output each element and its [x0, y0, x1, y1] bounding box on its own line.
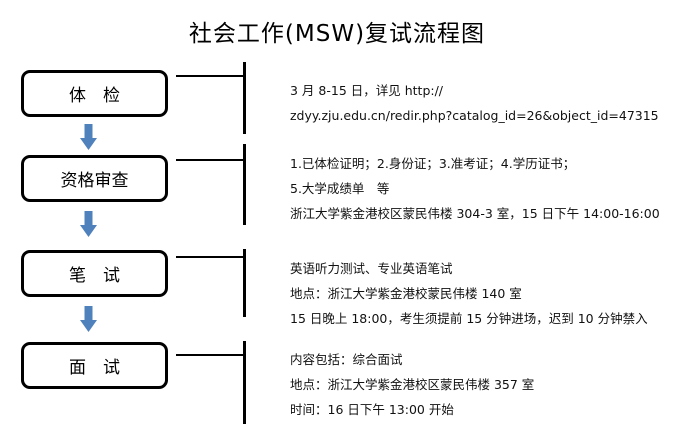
detail-line: 时间：16 日下午 13:00 开始	[290, 402, 454, 417]
detail-line: 1.已体检证明；2.身份证；3.准考证；4.学历证书；	[290, 156, 576, 171]
detail-line: 5.大学成绩单 等	[290, 181, 390, 196]
bracket-bar	[243, 144, 246, 225]
down-arrow-icon	[80, 124, 97, 150]
detail-line: 英语听力测试、专业英语笔试	[290, 261, 453, 276]
detail-line: 内容包括：综合面试	[290, 352, 403, 367]
step-box-interview: 面 试	[21, 342, 168, 389]
step-label: 资格审查	[60, 171, 129, 191]
connector-line	[176, 159, 244, 161]
step-box-qualification-review: 资格审查	[21, 155, 168, 202]
detail-line: 15 日晚上 18:00，考生须提前 15 分钟进场，迟到 10 分钟禁入	[290, 311, 648, 326]
step-label: 面 试	[69, 358, 120, 378]
step-details-interview: 内容包括：综合面试 地点：浙江大学紫金港校区蒙民伟楼 357 室 时间：16 日…	[290, 347, 534, 422]
connector-line	[176, 75, 244, 77]
connector-line	[176, 256, 244, 258]
step-details-written-exam: 英语听力测试、专业英语笔试 地点：浙江大学紫金港校蒙民伟楼 140 室 15 日…	[290, 256, 648, 331]
down-arrow-icon	[80, 211, 97, 237]
detail-line: 地点：浙江大学紫金港校蒙民伟楼 140 室	[290, 286, 522, 301]
connector-line	[176, 354, 244, 356]
down-arrow-icon	[80, 306, 97, 332]
detail-line: 3 月 8-15 日，详见 http://	[290, 83, 444, 98]
detail-line: 浙江大学紫金港校区蒙民伟楼 304-3 室，15 日下午 14:00-16:00	[290, 206, 660, 221]
step-details-qualification-review: 1.已体检证明；2.身份证；3.准考证；4.学历证书； 5.大学成绩单 等 浙江…	[290, 151, 660, 226]
bracket-bar	[243, 341, 246, 424]
step-box-written-exam: 笔 试	[21, 250, 168, 297]
step-details-physical-exam: 3 月 8-15 日，详见 http:// zdyy.zju.edu.cn/re…	[290, 78, 659, 128]
bracket-bar	[243, 249, 246, 317]
step-label: 体 检	[69, 86, 120, 106]
bracket-bar	[243, 62, 246, 134]
detail-line: zdyy.zju.edu.cn/redir.php?catalog_id=26&…	[290, 108, 659, 123]
step-label: 笔 试	[69, 266, 120, 286]
detail-line: 地点：浙江大学紫金港校区蒙民伟楼 357 室	[290, 377, 535, 392]
diagram-title: 社会工作(MSW)复试流程图	[188, 21, 486, 47]
step-box-physical-exam: 体 检	[21, 70, 168, 117]
